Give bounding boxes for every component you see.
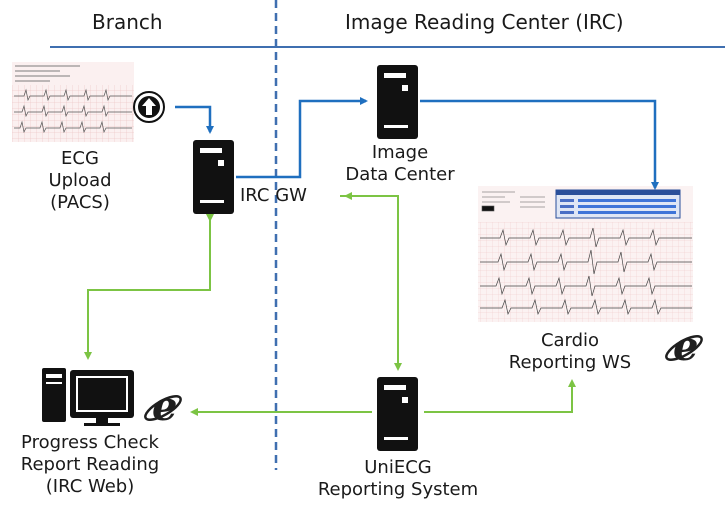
progress-check-label: Progress Check Report Reading (IRC Web)	[20, 432, 160, 497]
reporting-flow-arrows	[84, 192, 576, 416]
irc-gw-label: IRC GW	[240, 185, 307, 206]
branch-header: Branch	[92, 10, 163, 34]
cardio-reporting-ws-label: Cardio Reporting WS	[508, 330, 632, 373]
uniecg-label: UniECG Reporting System	[317, 457, 479, 500]
internet-explorer-icon-ws: e	[665, 323, 703, 370]
uniecg-server-icon	[377, 377, 418, 451]
arrow-data-center-to-ws	[420, 99, 659, 190]
upload-arrow-icon	[133, 91, 165, 123]
arrow-upload-to-gw	[175, 105, 214, 134]
internet-explorer-icon: e	[144, 383, 182, 430]
ecg-upload-thumbnail	[12, 62, 134, 142]
arrow-uniecg-to-ws	[424, 379, 576, 413]
arrow-uniecg-link	[340, 195, 402, 371]
upload-flow-arrows	[175, 97, 659, 190]
svg-text:e: e	[152, 383, 177, 430]
image-data-center-label: Image Data Center	[345, 142, 455, 185]
pc-computer-icon	[42, 368, 134, 426]
irc-header: Image Reading Center (IRC)	[345, 10, 624, 34]
irc-gw-server-icon	[193, 140, 234, 214]
svg-text:e: e	[673, 323, 698, 370]
arrow-gw-to-data-center	[236, 97, 368, 179]
cardio-ecg-report-thumbnail	[478, 186, 693, 322]
ecg-upload-label: ECG Upload (PACS)	[48, 148, 112, 213]
image-data-center-server-icon	[377, 65, 418, 139]
